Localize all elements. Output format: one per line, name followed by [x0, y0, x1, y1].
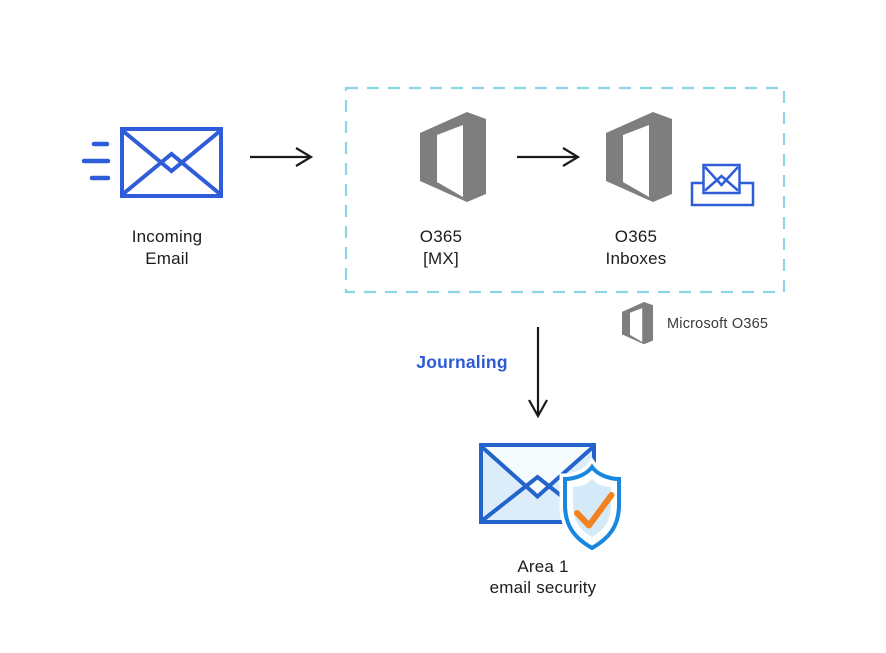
- o365-inboxes-label-line2: Inboxes: [605, 249, 667, 268]
- o365-boundary-box: [344, 86, 786, 294]
- o365-mx-label-line2: [MX]: [423, 249, 459, 268]
- o365-inboxes-logo-icon: [606, 112, 672, 202]
- area1-envelope-flap: [481, 445, 594, 496]
- o365-inboxes-label: O365 Inboxes: [576, 226, 696, 270]
- arrow-right-incoming-to-o365: [250, 147, 314, 167]
- o365-mx-label-line1: O365: [419, 227, 463, 246]
- check-icon: [574, 492, 615, 529]
- microsoft-o365-legend-label: Microsoft O365: [667, 316, 769, 332]
- arrow-right-mx-to-inboxes: [517, 147, 581, 167]
- area1-label-line2: email security: [489, 578, 597, 597]
- inbox-tray-envelope-icon: [690, 163, 755, 207]
- area1-envelope-flap-lines: [480, 445, 595, 500]
- incoming-email-label-line1: Incoming: [131, 227, 203, 246]
- arrow-down-journaling: [528, 327, 548, 419]
- o365-inboxes-label-line1: O365: [614, 227, 658, 246]
- area1-label-line1: Area 1: [517, 557, 569, 576]
- journaling-label: Journaling: [416, 352, 508, 372]
- o365-mx-logo-icon: [420, 112, 486, 202]
- o365-mx-label: O365 [MX]: [381, 226, 501, 270]
- area1-email-security-icon: [479, 443, 619, 548]
- motion-lines-icon: [81, 141, 111, 181]
- incoming-email-envelope-icon: [120, 127, 223, 198]
- area1-label: Area 1 email security: [462, 556, 624, 598]
- incoming-email-label: Incoming Email: [97, 226, 237, 270]
- microsoft-o365-legend-icon: [622, 302, 654, 345]
- incoming-email-label-line2: Email: [145, 249, 189, 268]
